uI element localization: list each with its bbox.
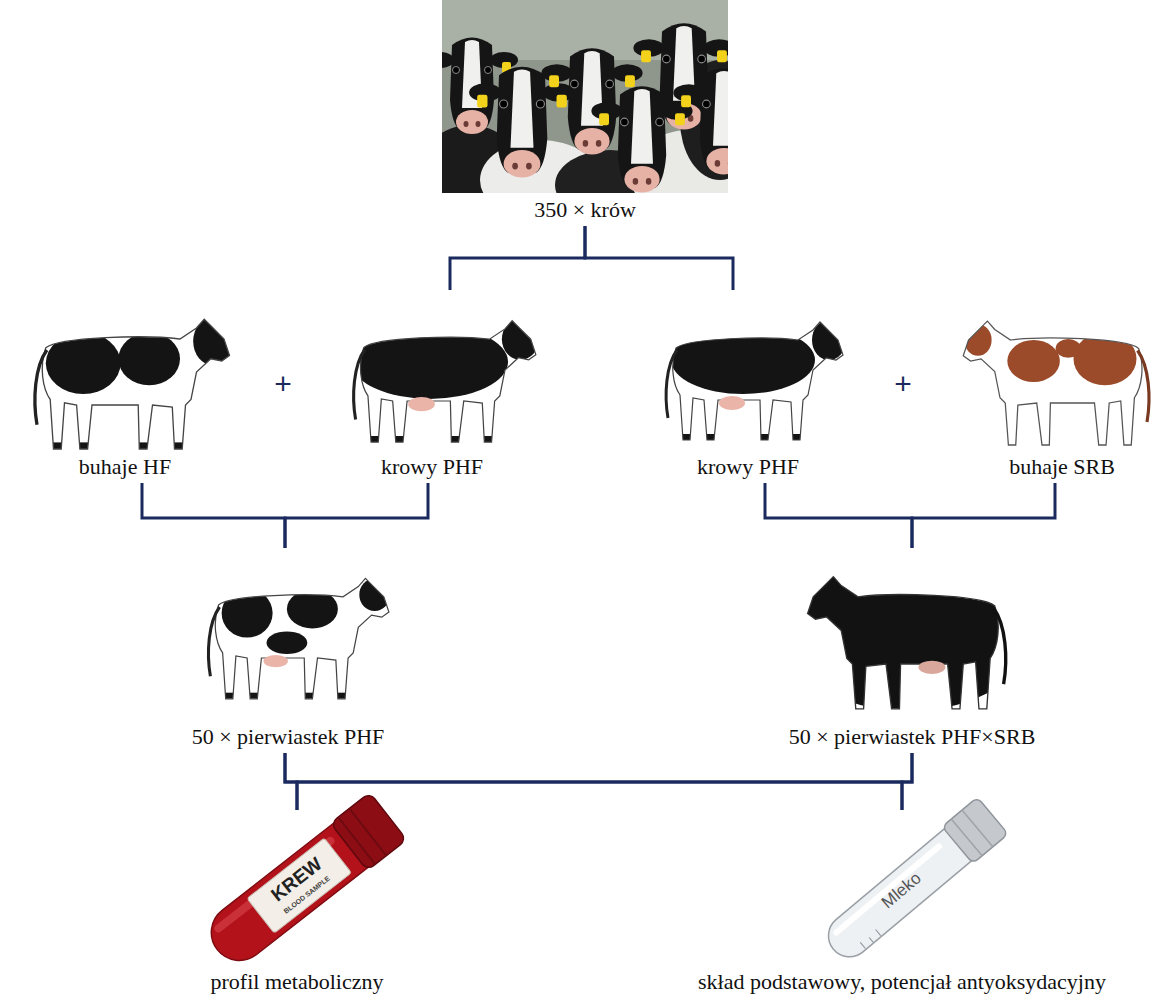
node-caption: krowy PHF	[381, 454, 483, 480]
phf-cow	[666, 320, 848, 442]
blood-tube	[199, 792, 407, 973]
bracket-connector	[297, 753, 912, 810]
bracket-connector	[450, 226, 585, 290]
node-caption: skład podstawowy, potencjał antyoksydacy…	[698, 969, 1106, 995]
bracket-connector	[285, 483, 428, 548]
crossbred-heifer	[783, 550, 1034, 711]
bracket-connector	[585, 226, 733, 290]
plus-sign: +	[274, 367, 292, 400]
milk-tube	[818, 797, 1008, 967]
animal-node: krowy PHF	[327, 290, 537, 483]
srb-bull	[963, 321, 1149, 445]
tube-label: Mleko	[879, 869, 926, 912]
hf-bull	[35, 317, 235, 451]
bracket-connector	[912, 483, 1055, 548]
node-caption: buhaje SRB	[1009, 454, 1115, 480]
bracket-connector	[142, 483, 285, 548]
bracket-connector	[765, 483, 912, 548]
bracket-connector	[902, 753, 912, 810]
phf-cow	[351, 319, 541, 445]
node-caption: krowy PHF	[697, 454, 799, 480]
phf-heifer	[208, 578, 394, 700]
plus-sign: +	[894, 367, 912, 400]
node-caption: buhaje HF	[79, 454, 171, 480]
node-caption: 350 × krów	[534, 197, 636, 223]
heifer-node: 50 × pierwiastek PHF	[183, 548, 393, 753]
node-caption: 50 × pierwiastek PHF	[192, 724, 385, 750]
heifer-node: 50 × pierwiastek PHF×SRB	[783, 548, 1042, 753]
animal-node: buhaje HF	[10, 290, 240, 483]
node-caption: profil metaboliczny	[211, 969, 384, 995]
herd-photo-node: 350 × krów	[440, 0, 730, 226]
herd-photo	[442, 0, 728, 193]
sample-node: skład podstawowy, potencjał antyoksydacy…	[692, 810, 1112, 998]
animal-node: buhaje SRB	[956, 290, 1168, 483]
animal-node: krowy PHF	[646, 290, 851, 483]
node-caption: 50 × pierwiastek PHF×SRB	[789, 724, 1036, 750]
